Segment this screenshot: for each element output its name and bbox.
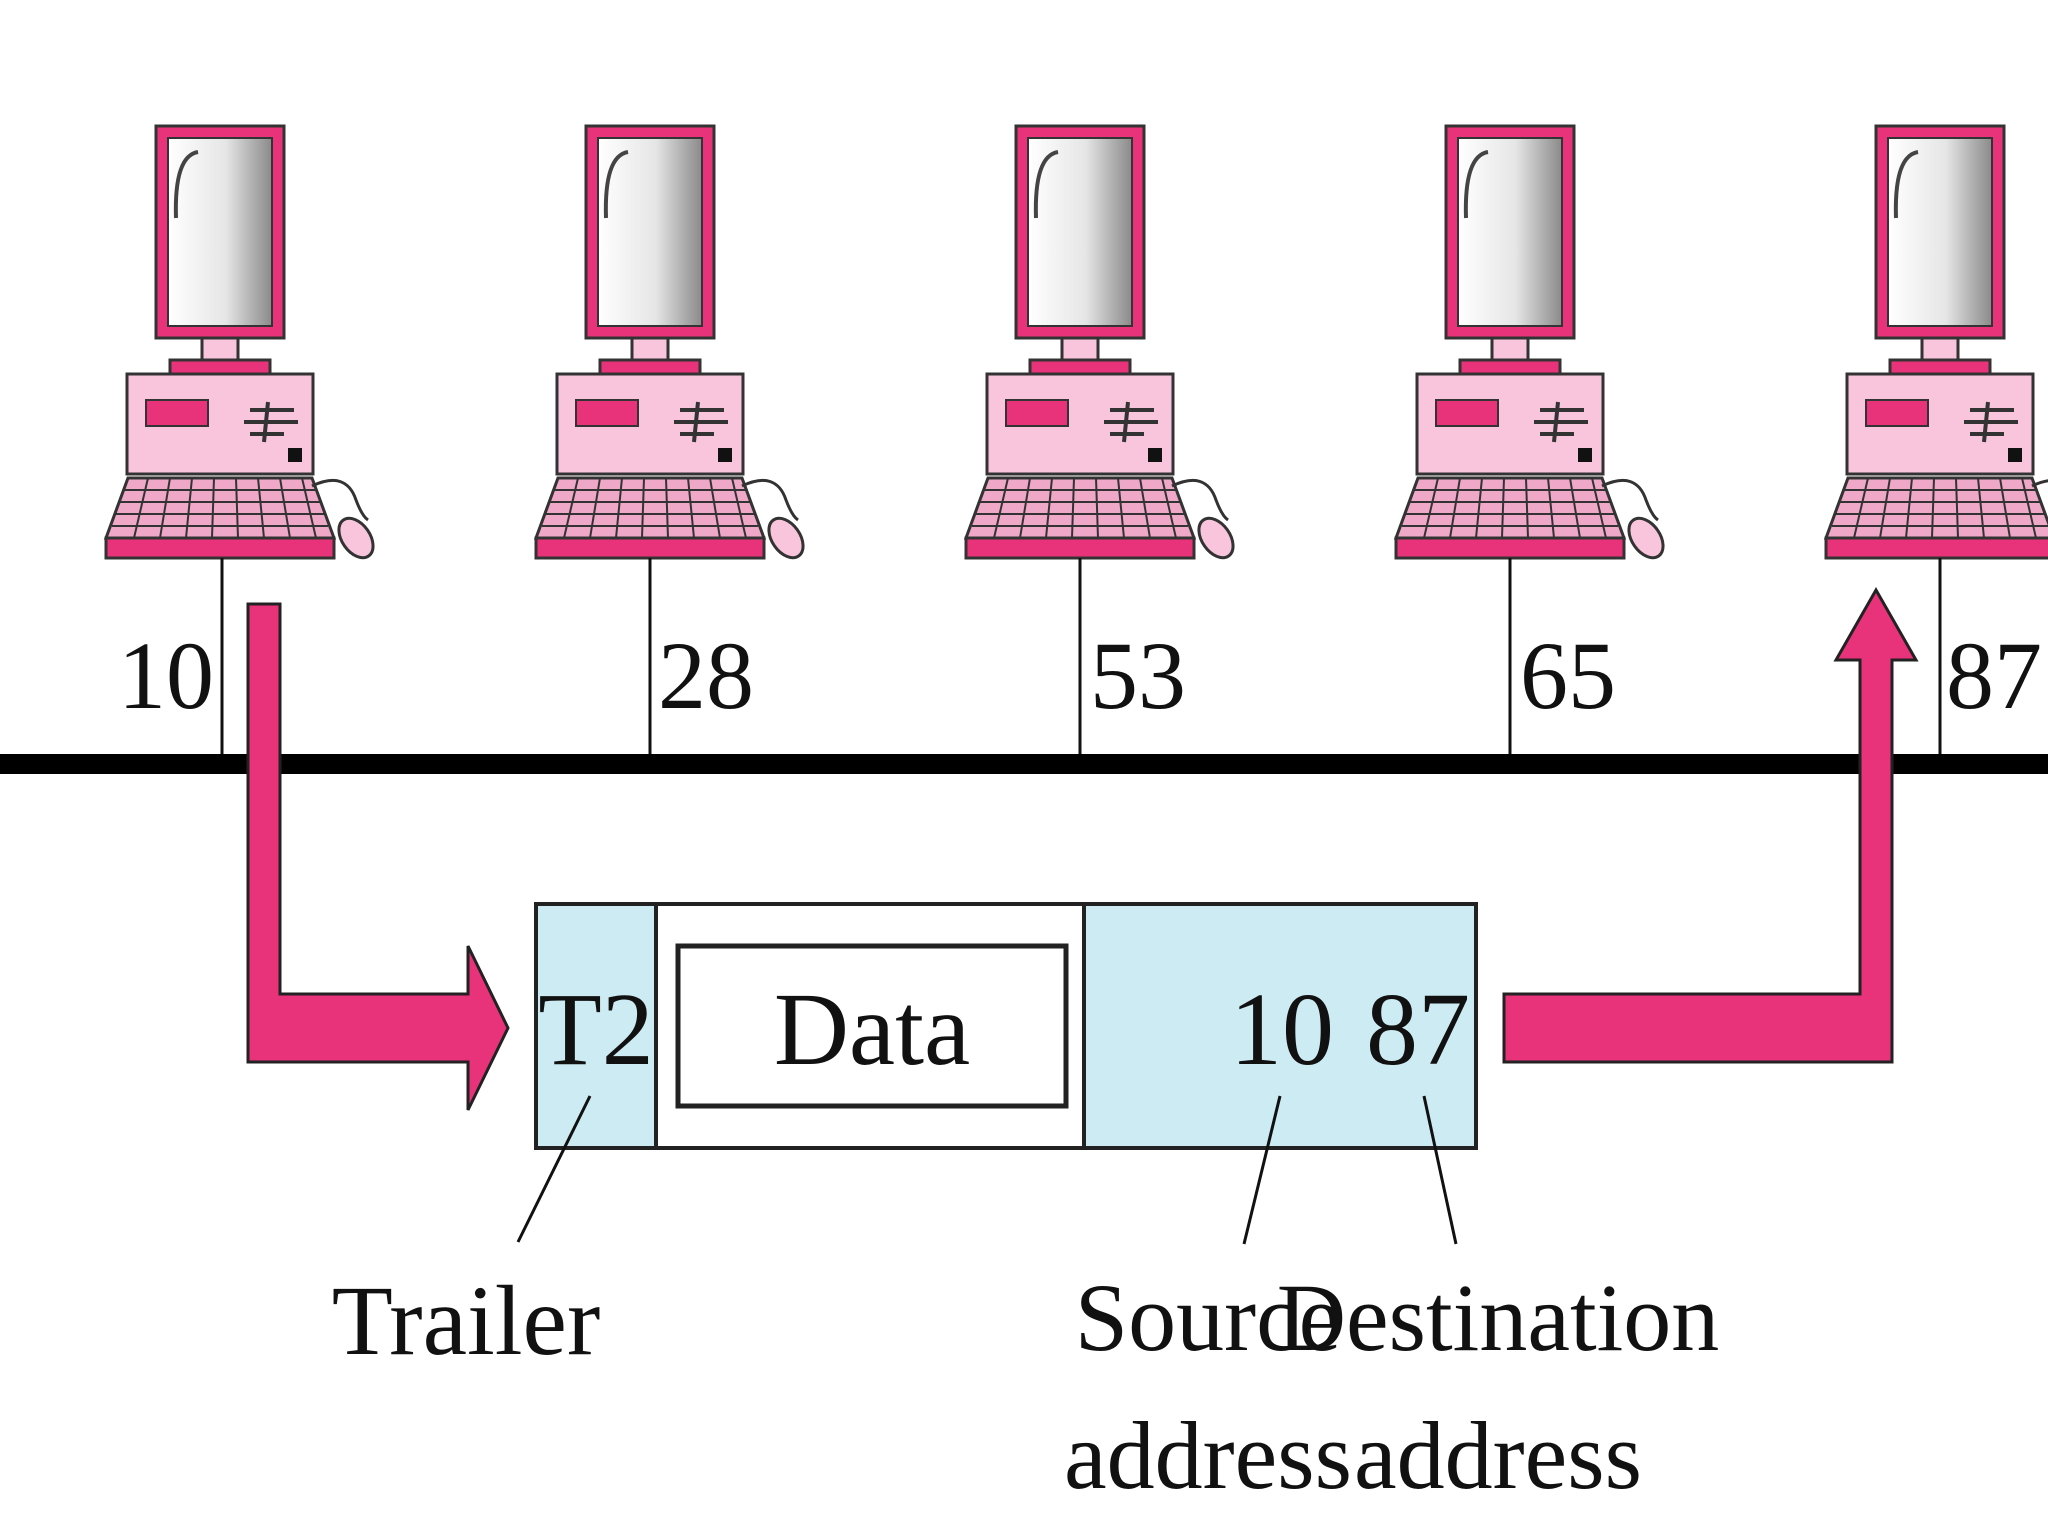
- pointer-lines: [516, 1095, 1458, 1245]
- computer-icon-28: [534, 124, 813, 567]
- trailer-text: T2: [538, 972, 654, 1087]
- computer-icon-10: [104, 124, 383, 567]
- send-arrow: [246, 602, 510, 1111]
- data-text: Data: [774, 972, 970, 1087]
- computer-icon-65: [1394, 124, 1673, 567]
- source-caption-line1: Source: [1075, 1264, 1342, 1371]
- source-caption-line2: address: [1064, 1402, 1352, 1509]
- frame: [534, 902, 1478, 1150]
- receive-arrow: [1502, 586, 1919, 1064]
- station-address-28: 28: [658, 622, 754, 729]
- station-address-65: 65: [1520, 622, 1616, 729]
- station-address-10: 10: [118, 622, 214, 729]
- destination-address-text: 87: [1366, 972, 1470, 1087]
- station-address-87: 87: [1946, 622, 2042, 729]
- source-address-text: 10: [1230, 972, 1334, 1087]
- computer-icon-53: [964, 124, 1243, 567]
- station-address-53: 53: [1090, 622, 1186, 729]
- destination-caption-line2: address: [1354, 1402, 1642, 1509]
- trailer-caption: Trailer: [332, 1265, 601, 1376]
- bus-line: [0, 754, 2048, 774]
- data-field: [675, 943, 1069, 1109]
- computer-icon-87: [1824, 124, 2048, 567]
- drop-lines: [220, 558, 1942, 764]
- header-field: [1082, 902, 1478, 1150]
- destination-caption-line1: Destination: [1277, 1264, 1720, 1371]
- trailer-field: [534, 902, 658, 1150]
